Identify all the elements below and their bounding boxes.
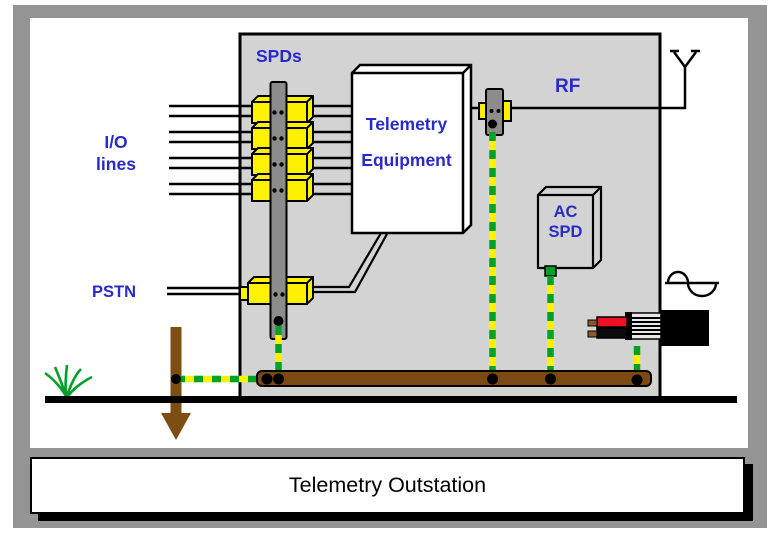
- ac-spd-box: [536, 185, 603, 277]
- rf-label: RF: [555, 76, 581, 97]
- ground-line: [45, 396, 737, 403]
- caption-text: Telemetry Outstation: [288, 473, 487, 497]
- spds-label: SPDs: [256, 46, 302, 66]
- pstn-label: PSTN: [92, 283, 137, 301]
- din-rail: [269, 81, 288, 340]
- mains-live-wire: [596, 316, 628, 328]
- antenna-icon: [471, 49, 700, 110]
- grass-icon: [44, 364, 93, 397]
- earth-connection-dots: [171, 316, 643, 386]
- caption-box: Telemetry Outstation: [30, 457, 745, 514]
- mains-entry: [587, 310, 709, 346]
- rf-spd: [478, 88, 512, 136]
- pstn-equipment-link: [313, 232, 388, 294]
- io-lines-label: I/O lines: [96, 132, 136, 174]
- mains-neutral-wire: [596, 327, 628, 339]
- telemetry-equipment-label: Telemetry Equipment: [361, 114, 452, 170]
- earth-rod: [161, 327, 191, 440]
- earth-bar: [256, 370, 652, 387]
- ac-spd-label: AC SPD: [548, 203, 583, 241]
- mains-supply-box: [661, 310, 709, 346]
- ac-sine-icon: [665, 270, 719, 298]
- io-input-lines: [169, 104, 253, 196]
- pstn-input-lines: [167, 286, 247, 296]
- spd-contact-dots: [272, 110, 285, 297]
- io-output-lines: [307, 104, 353, 196]
- earth-wires: [176, 132, 641, 383]
- telemetry-equipment-box: [350, 63, 473, 235]
